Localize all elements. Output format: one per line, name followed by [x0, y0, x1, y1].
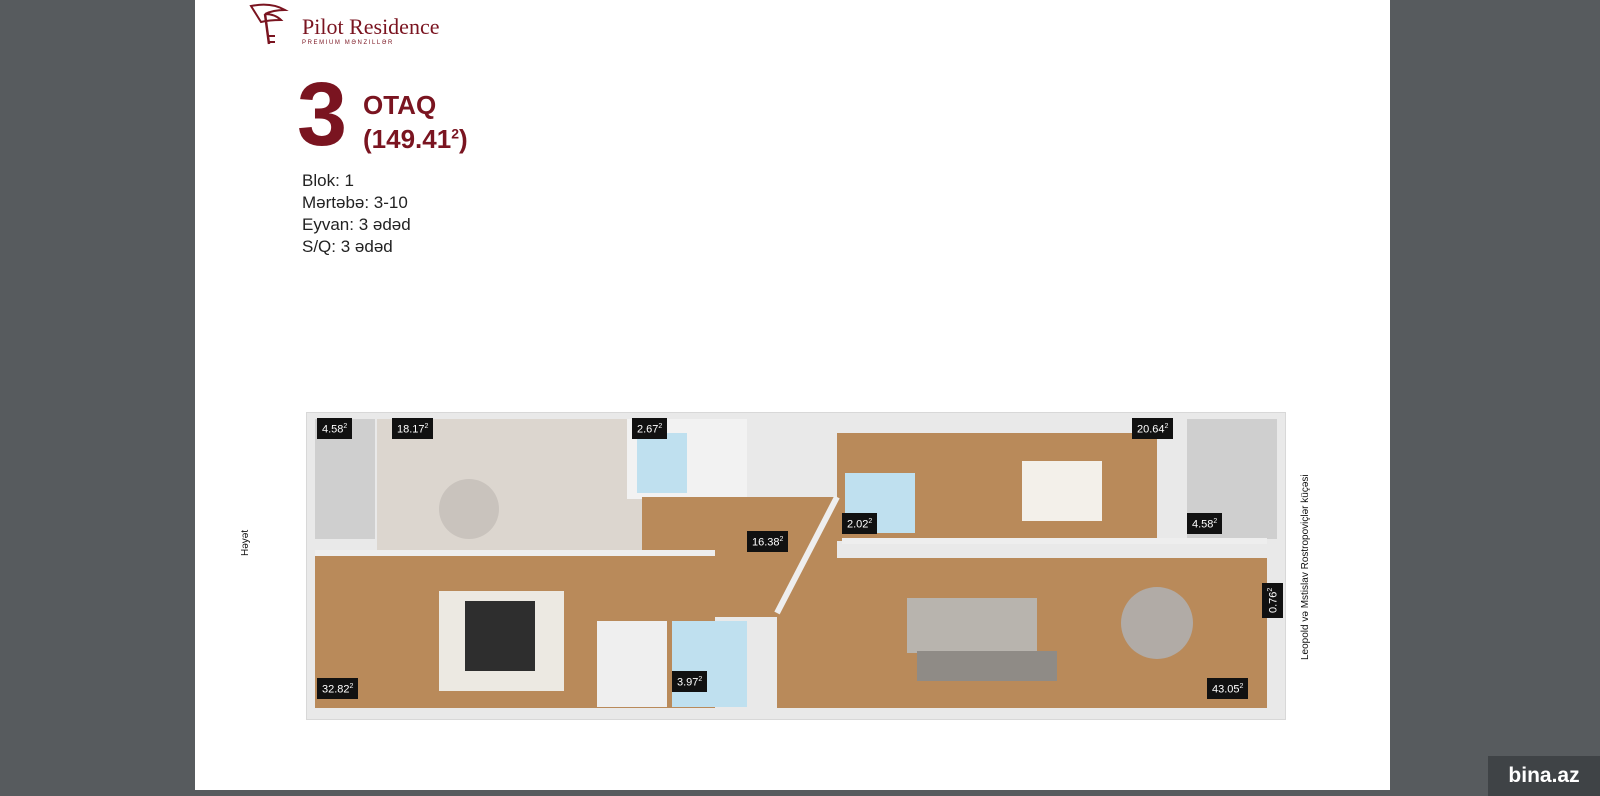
room-area-label: 2.022: [842, 513, 878, 534]
area-sup: 2: [451, 125, 459, 142]
floor-plan: 4.582 18.172 2.672 20.642 2.022 16.382 4…: [306, 412, 1286, 720]
spec-item: S/Q: 3 ədəd: [302, 237, 393, 256]
floor-plan-drawing: [307, 413, 1285, 719]
area-value: (149.41: [363, 124, 452, 154]
side-label-street: Leopold və Mstislav Rostropoviçlər küçəs…: [1300, 474, 1311, 660]
room-area-label: 4.582: [1187, 513, 1223, 534]
spec-list: Blok: 1 Mərtəbə: 3-10 Eyvan: 3 ədəd S/Q:…: [302, 170, 411, 258]
watermark-logo: bina.az: [1488, 756, 1600, 796]
spec-item: Blok: 1: [302, 171, 354, 190]
room-area-label: 43.052: [1207, 678, 1249, 699]
room-area-label: 16.382: [747, 531, 789, 552]
apartment-area: (149.412): [363, 124, 468, 155]
rooms-number: 3: [297, 65, 348, 165]
room-area-label: 3.972: [672, 671, 708, 692]
spec-item: Eyvan: 3 ədəd: [302, 215, 411, 234]
room-area-label: 4.582: [317, 418, 353, 439]
room-area-label: 32.822: [317, 678, 359, 699]
brand-logo: Pilot Residence PREMIUM MƏNZILLƏR: [245, 0, 465, 55]
room-area-label: 0.762: [1262, 582, 1283, 618]
wing-key-icon: [249, 3, 289, 45]
room-area-label: 20.642: [1132, 418, 1174, 439]
area-close: ): [458, 124, 468, 154]
brand-name: Pilot Residence: [302, 14, 440, 39]
spec-item: Mərtəbə: 3-10: [302, 193, 408, 212]
plan-page: Pilot Residence PREMIUM MƏNZILLƏR 3 OTAQ…: [195, 0, 1390, 790]
brand-tagline: PREMIUM MƏNZILLƏR: [302, 40, 394, 46]
side-label-yard: Həyət: [240, 529, 251, 556]
rooms-word: OTAQ: [363, 90, 437, 120]
room-area-label: 2.672: [632, 418, 668, 439]
room-area-label: 18.172: [392, 418, 434, 439]
